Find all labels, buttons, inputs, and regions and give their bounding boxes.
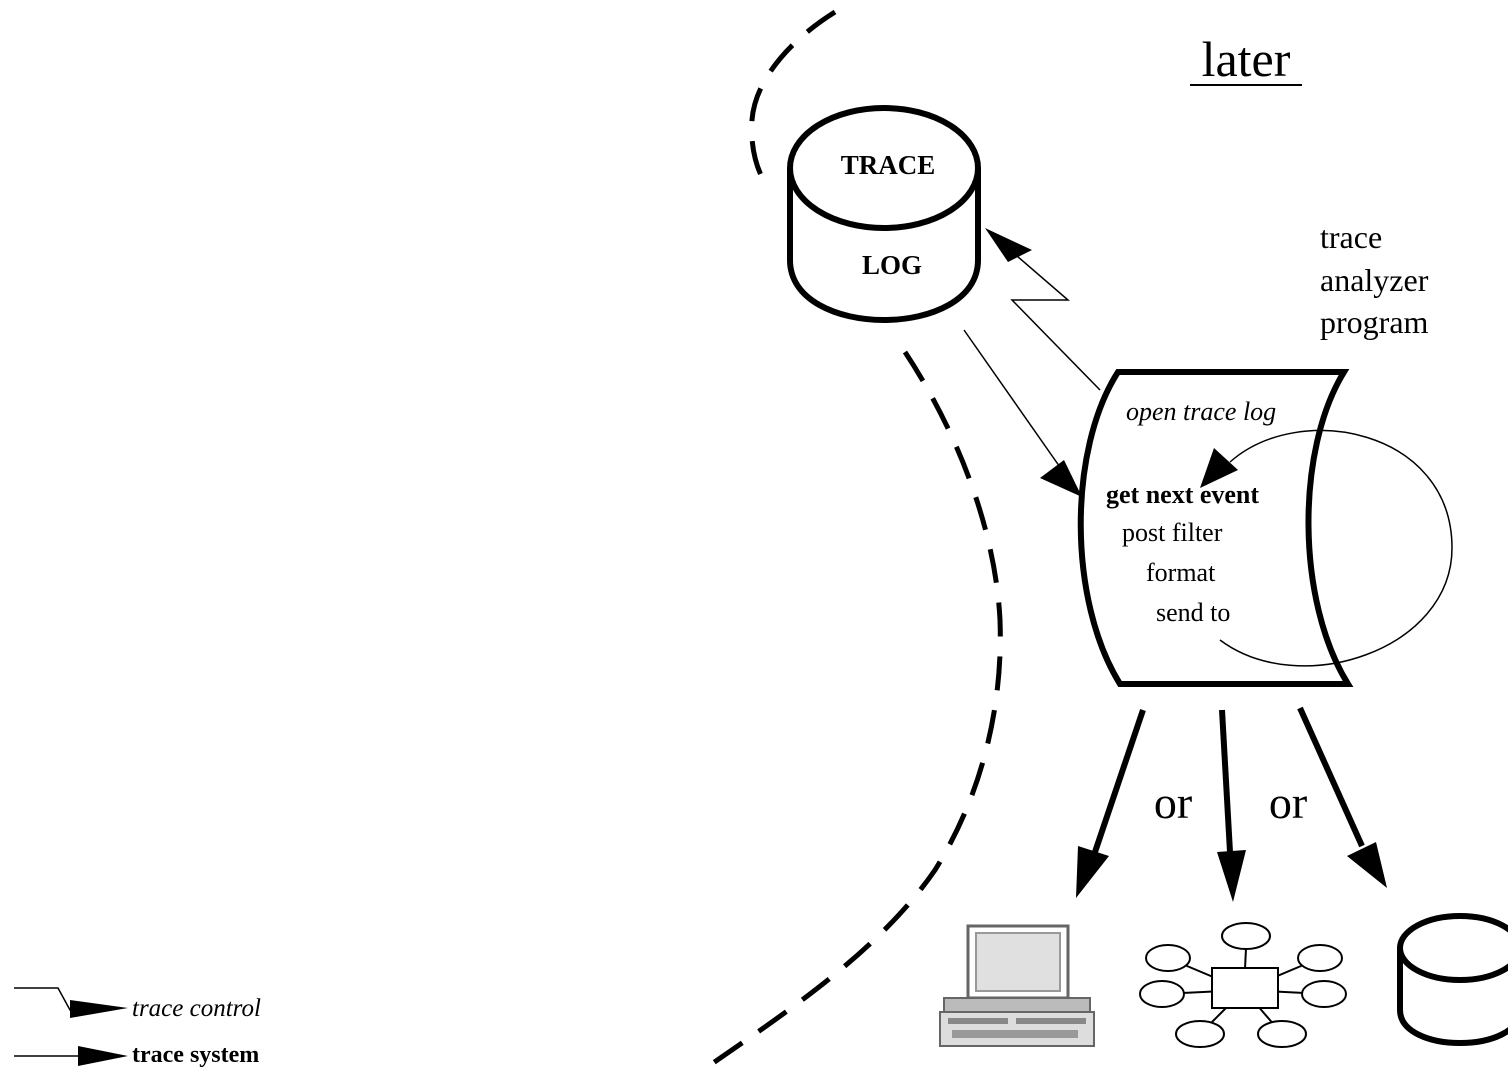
database-icon [1397,913,1508,1046]
boundary-arc-upper [749,9,837,192]
step-post-filter: post filter [1122,518,1223,547]
boundary-arc-lower [698,350,1003,1072]
output-arrow-computer [1076,709,1146,898]
output-arrow-network [1217,709,1246,902]
program-label-line-2: analyzer [1320,262,1429,298]
analyzer-program-box [1077,369,1354,687]
trace-log-top-label: TRACE [841,150,936,180]
legend-trace-control-icon [14,987,128,1018]
step-format: format [1146,558,1216,587]
program-label-line-1: trace [1320,219,1382,255]
computer-icon [939,924,1095,1047]
network-icon [1139,922,1347,1048]
legend-trace-control-label: trace control [132,995,261,1022]
trace-log-bottom-label: LOG [862,250,922,280]
or-label-left: or [1154,777,1192,828]
title-later: later [1202,31,1291,87]
output-arrow-database [1297,706,1387,888]
event-loop [1200,429,1453,667]
trace-system-arrow [963,329,1082,497]
legend: trace control trace system [14,987,261,1068]
step-send-to: send to [1156,598,1230,627]
trace-log-cylinder: TRACE LOG [787,105,981,323]
step-open-trace-log: open trace log [1126,397,1276,426]
legend-trace-system-label: trace system [132,1042,259,1068]
legend-trace-system-icon [14,1046,128,1066]
step-get-next-event: get next event [1106,480,1259,509]
trace-control-arrow [985,228,1101,391]
program-label-line-3: program [1320,304,1429,340]
or-label-right: or [1269,777,1307,828]
